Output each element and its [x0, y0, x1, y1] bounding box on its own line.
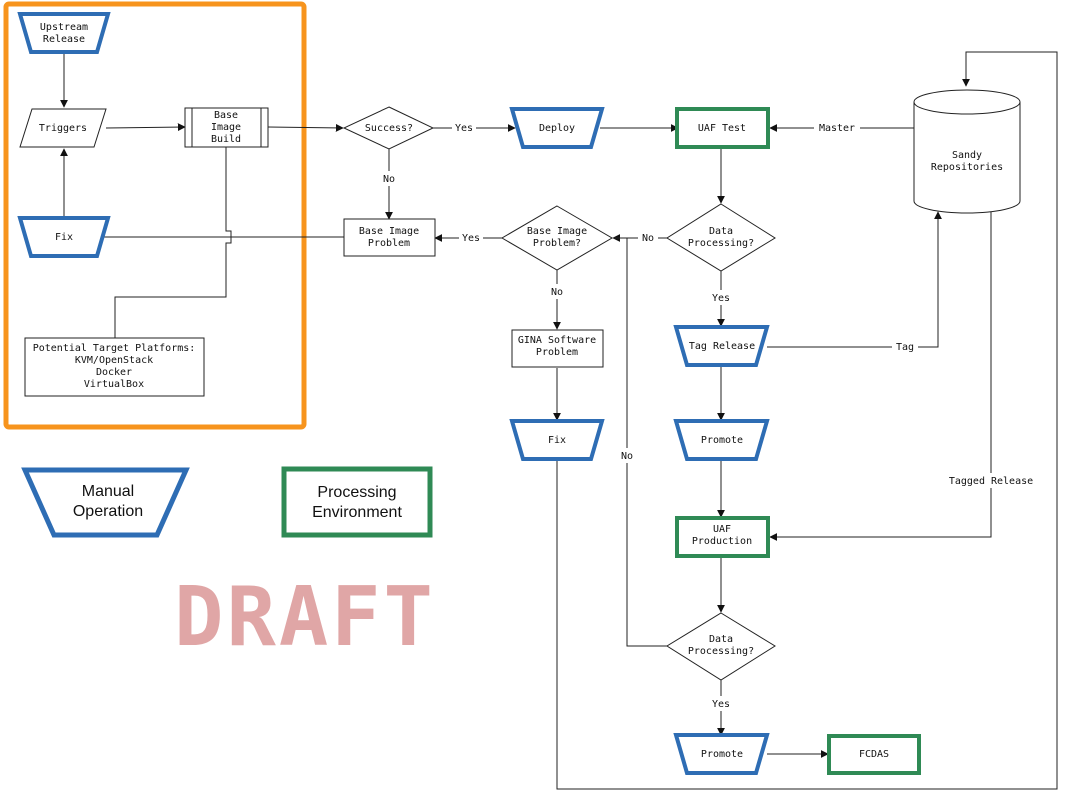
node-promote-1 [673, 419, 770, 461]
edge-sandy-prod [769, 212, 992, 541]
node-fcdas [827, 734, 921, 775]
draft-watermark: DRAFT [174, 570, 436, 665]
edge-tag-sandy [767, 211, 942, 348]
node-success-decision [342, 106, 435, 150]
node-fix-left [17, 216, 111, 258]
node-data-processing-1 [666, 203, 776, 272]
node-gina-software-problem [511, 329, 604, 368]
node-platforms-label: Potential Target Platforms:KVM/OpenStack… [33, 343, 196, 390]
legend-processing-environment-shape [281, 466, 433, 538]
node-success-decision-label: Success? [365, 123, 413, 134]
node-platforms [24, 337, 205, 397]
node-tag-release [673, 325, 770, 367]
legend-manual-operation-shape [21, 467, 190, 538]
node-uaf-production [675, 516, 770, 558]
edge-label-tag: Tag [896, 342, 914, 353]
node-fix-left-label: Fix [55, 232, 73, 243]
edge-labels: Yes Master No Yes No Yes No Tag No Tagge… [379, 120, 1036, 711]
node-fix-mid-label: Fix [548, 435, 566, 446]
node-data-processing-2 [666, 612, 776, 681]
edge-label-no-success: No [383, 174, 395, 185]
edge-label-no-dp1: No [642, 233, 654, 244]
node-base-image-build [184, 107, 269, 148]
node-tag-release-label: Tag Release [689, 341, 755, 352]
node-upstream-release [17, 12, 111, 54]
node-triggers-label: Triggers [39, 123, 87, 134]
edge-label-master: Master [819, 123, 855, 134]
edge-label-yes-success: Yes [455, 123, 473, 134]
edge-fixmid-loop [556, 51, 1058, 790]
edge-triggers-build [105, 123, 186, 132]
node-uaf-test [675, 107, 770, 149]
node-fcdas-label: FCDAS [859, 749, 889, 760]
node-promote-2 [673, 733, 770, 775]
edge-build-success [267, 123, 344, 132]
edge-label-yes-dp1: Yes [712, 293, 730, 304]
edge-label-no-dp2: No [621, 451, 633, 462]
edge-label-tagged-release: Tagged Release [949, 476, 1033, 487]
node-triggers [19, 108, 107, 148]
build-group-boundary [3, 1, 307, 430]
node-promote-2-label: Promote [701, 749, 743, 760]
edge-label-yes-dp2: Yes [712, 699, 730, 710]
node-base-image-problem-decision [501, 205, 613, 271]
node-promote-1-label: Promote [701, 435, 743, 446]
node-deploy [509, 107, 605, 149]
node-deploy-label: Deploy [539, 123, 575, 134]
node-fix-mid [509, 419, 605, 461]
edge-label-no-bip: No [551, 287, 563, 298]
edge-dp2-loop [613, 237, 667, 647]
edge-build-platforms [114, 147, 232, 338]
node-base-image-problem [343, 218, 436, 257]
edge-label-yes-bip: Yes [462, 233, 480, 244]
node-sandy-repositories [913, 89, 1021, 214]
node-uaf-test-label: UAF Test [698, 123, 746, 134]
